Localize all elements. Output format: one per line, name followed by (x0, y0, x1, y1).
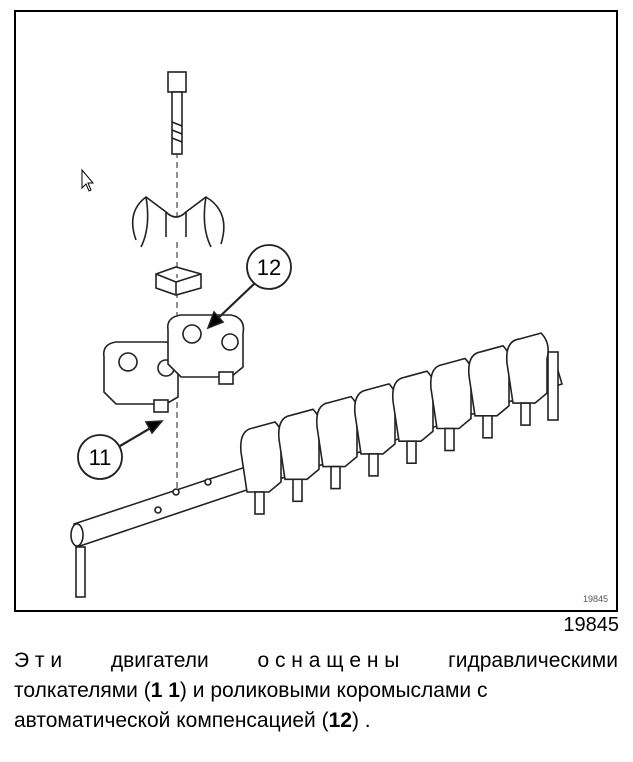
clip (131, 195, 225, 248)
figure-number: 19845 (563, 614, 619, 636)
text: ) и роликовыми коромыслами с (179, 679, 488, 702)
text: ) . (351, 709, 371, 732)
callout-11: 11 (77, 420, 164, 480)
text: автоматической компенсацией ( (14, 709, 329, 732)
rocker-shaft-drawing: 12 11 (70, 71, 563, 598)
word: Э т и (14, 649, 63, 672)
bolt (167, 71, 187, 155)
rocker-arm (505, 332, 549, 404)
svg-text:11: 11 (89, 445, 112, 470)
text-line-3: автоматической компенсацией (12) . (14, 706, 618, 736)
reference-12: 12 (328, 709, 352, 732)
rocker-arm (353, 383, 397, 455)
hydraulic-tappet (444, 427, 455, 452)
word: двигатели (110, 649, 209, 672)
description-paragraph: Э т и двигатели о с н а щ е н ы гидравли… (14, 646, 618, 736)
callout-12: 12 (206, 244, 292, 330)
mouse-cursor-icon (81, 168, 95, 192)
drawing-reference-label: 19845 (582, 594, 608, 604)
rocker-arm (277, 408, 321, 481)
text-line-2: толкателями (1 1) и роликовыми коромысла… (14, 676, 618, 706)
hydraulic-tappet (254, 491, 265, 515)
figure-frame: 12 11 19845 (14, 10, 618, 612)
rocker-arm (391, 370, 435, 442)
word: о с н а щ е н ы (257, 649, 400, 672)
hydraulic-tappet (368, 453, 379, 477)
hydraulic-tappet (406, 440, 417, 465)
hydraulic-tappet (330, 465, 341, 490)
hydraulic-tappet (520, 402, 531, 426)
reference-11: 1 1 (150, 679, 180, 702)
text: толкателями ( (14, 679, 151, 702)
rocker-arm (239, 421, 283, 493)
word: гидравлическими (448, 649, 618, 672)
svg-text:12: 12 (257, 255, 281, 280)
rocker-arm-right (166, 314, 245, 385)
rocker-arms-assembled (239, 332, 549, 515)
rocker-arm (467, 344, 511, 417)
hydraulic-tappet (482, 414, 493, 439)
text-line-1: Э т и двигатели о с н а щ е н ы гидравли… (14, 646, 618, 676)
rocker-arm (429, 357, 473, 430)
spacer-block (155, 266, 202, 296)
hydraulic-tappet (292, 478, 303, 503)
rocker-arm-left (102, 341, 180, 413)
rocker-arm (315, 395, 359, 468)
